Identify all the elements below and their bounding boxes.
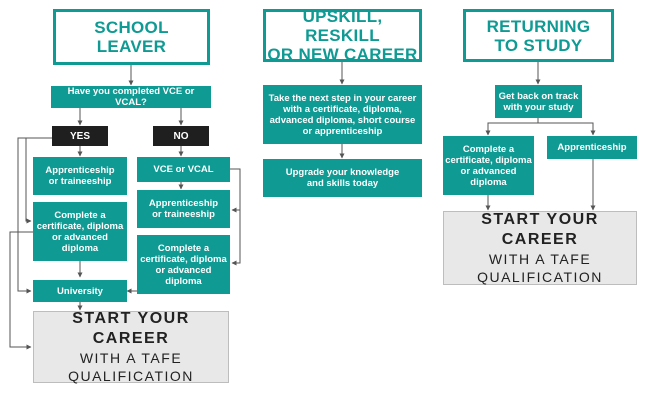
start-career-box-returning: START YOUR CAREER WITH A TAFE QUALIFICAT… (443, 211, 637, 285)
upskill-header: UPSKILL, RESKILL OR NEW CAREER (263, 7, 422, 64)
apprenticeship-traineeship-left: Apprenticeship or traineeship (33, 157, 127, 195)
vce-vcal-box: VCE or VCAL (137, 157, 230, 182)
start-career-line1: START YOUR CAREER (72, 310, 190, 347)
arrow-vce-to-certificate-right (230, 168, 241, 266)
vce-question-box: Have you completed VCE or VCAL? (51, 86, 211, 108)
apprenticeship-traineeship-right: Apprenticeship or traineeship (137, 190, 230, 228)
returning-header: RETURNING TO STUDY (463, 9, 614, 62)
arrow-returning-to-certificate (485, 118, 539, 136)
university-box: University (33, 280, 127, 302)
start-career-line2: WITH A TAFE QUALIFICATION (477, 251, 603, 285)
upskill-next-step-box: Take the next step in your career with a… (263, 85, 422, 144)
certificate-diploma-right: Complete a certificate, diploma or advan… (137, 235, 230, 294)
returning-apprenticeship-box: Apprenticeship (547, 136, 637, 159)
certificate-diploma-left: Complete a certificate, diploma or advan… (33, 202, 127, 261)
no-label: NO (153, 126, 209, 146)
arrow-vce-to-university (230, 168, 241, 213)
school-leaver-header: SCHOOL LEAVER (53, 9, 210, 65)
start-career-line1: START YOUR CAREER (481, 211, 599, 248)
arrow-yes-to-certificate (25, 137, 52, 224)
arrow-certificate-to-start (9, 231, 34, 350)
start-career-box-school: START YOUR CAREER WITH A TAFE QUALIFICAT… (33, 310, 229, 384)
start-career-line2: WITH A TAFE QUALIFICATION (68, 350, 194, 384)
arrow-returning-to-apprenticeship (537, 118, 596, 136)
upskill-upgrade-box: Upgrade your knowledge and skills today (263, 159, 422, 197)
returning-get-back-box: Get back on track with your study (495, 85, 582, 118)
yes-label: YES (52, 126, 108, 146)
returning-certificate-box: Complete a certificate, diploma or advan… (443, 136, 534, 195)
